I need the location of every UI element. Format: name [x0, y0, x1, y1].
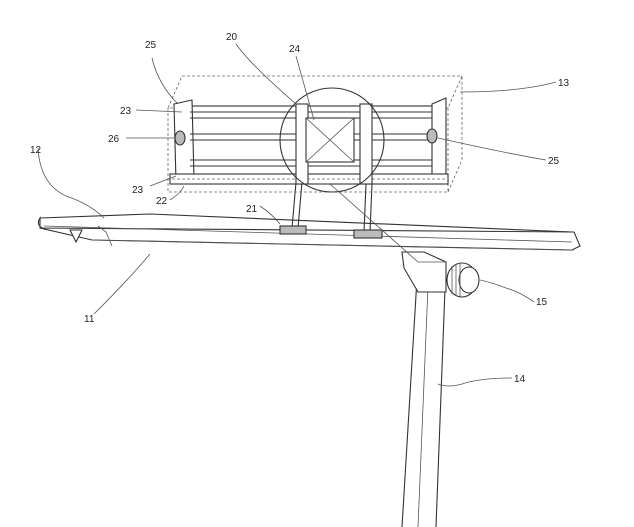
label-23-top: 23 [120, 106, 132, 117]
label-21: 21 [246, 204, 258, 215]
rod-feet [279, 225, 383, 239]
linkage-line [329, 183, 419, 263]
label-26: 26 [108, 134, 120, 145]
label-25-top: 25 [145, 40, 157, 51]
label-24: 24 [289, 44, 301, 55]
label-25-right: 25 [548, 156, 560, 167]
tray-board [37, 213, 581, 251]
label-22: 22 [156, 196, 168, 207]
tension-knob [446, 262, 480, 298]
label-23-bottom: 23 [132, 185, 144, 196]
reference-labels: 25 20 24 13 23 26 25 12 23 22 21 15 11 1… [30, 32, 570, 385]
label-14: 14 [514, 374, 526, 385]
leader-lines [37, 43, 557, 387]
label-15: 15 [536, 297, 548, 308]
label-11: 11 [84, 314, 95, 325]
center-device [305, 117, 355, 163]
side-buttons [174, 128, 438, 146]
dashed-enclosure [167, 75, 463, 193]
label-13: 13 [558, 78, 570, 89]
label-12: 12 [30, 145, 42, 156]
label-20: 20 [226, 32, 238, 43]
support-rods [291, 181, 373, 233]
clamp-collar [401, 251, 447, 293]
detail-circle [279, 87, 385, 193]
stand-pole [401, 261, 447, 527]
